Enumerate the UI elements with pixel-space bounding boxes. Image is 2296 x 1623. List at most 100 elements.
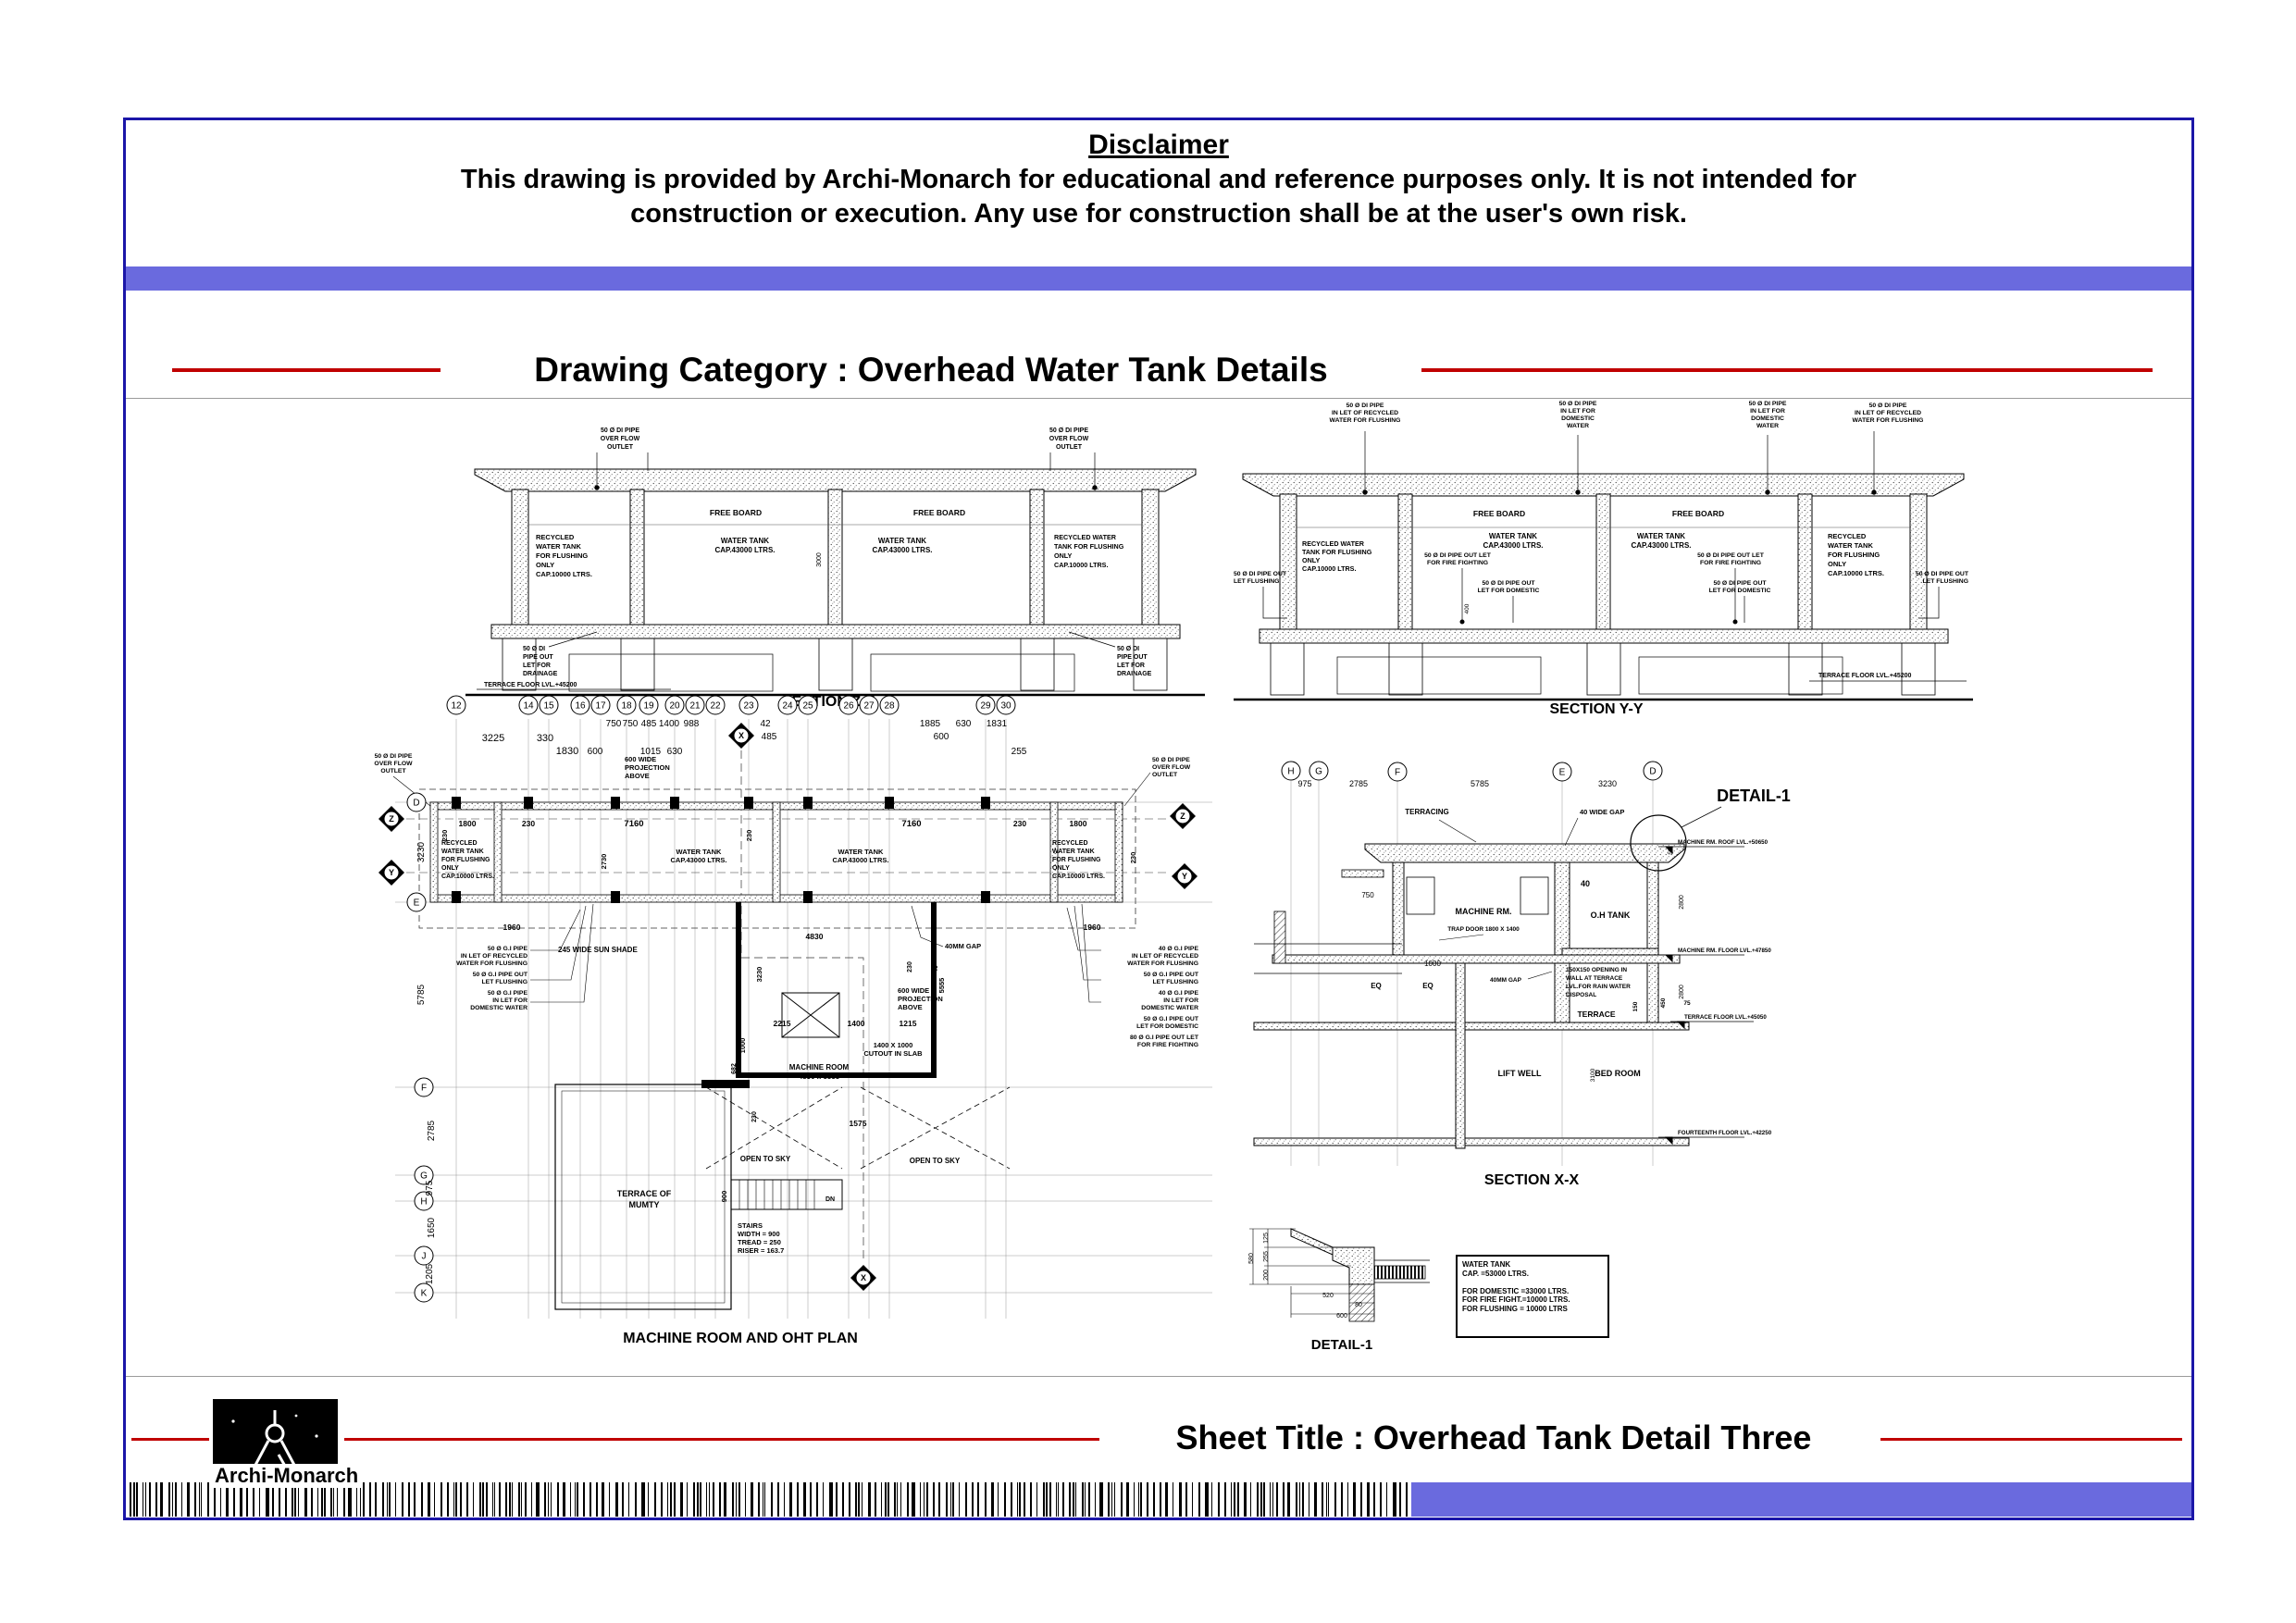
cad-label: 975 [1297,779,1311,788]
cad-label: FREE BOARD [1672,509,1724,518]
svg-text:16: 16 [575,701,586,712]
cad-label: WATER TANK [838,848,884,856]
cad-label: 600 WIDE [625,755,656,763]
cad-label: MACHINE RM. [1456,907,1512,916]
cad-label: CAP.10000 LTRS. [536,570,592,578]
cad-label: DOMESTIC [1751,415,1784,422]
cad-label: TERRACE [1577,1010,1615,1019]
grid-bubble: K [414,1282,434,1303]
cad-label: IN LET FOR [492,997,527,1004]
svg-text:17: 17 [595,701,606,712]
cad-label: 2215 [774,1019,791,1028]
cad-label: 630 [956,719,972,729]
grid-bubble: 21 [685,695,705,715]
cad-label: 3100 [1590,1068,1596,1082]
cad-label: 230 [745,830,753,842]
cad-label: LET FLUSHING [1153,979,1198,985]
cad-label: ONLY [1302,556,1321,564]
cad-label: LVL.FOR RAIN WATER [1566,984,1631,990]
divider-line-bottom [126,1376,2191,1377]
cad-label: 750 [606,719,622,729]
cad-label: STAIRS [738,1221,763,1230]
cad-label: LET FOR DOMESTIC [1136,1023,1198,1030]
cad-label: CAP.43000 LTRS. [1483,541,1543,550]
svg-text:X: X [738,731,744,740]
cad-label: DETAIL-1 [1311,1337,1372,1353]
cad-label: IN LET OF RECYCLED [1132,953,1198,960]
cad-label: 50 Ø G.I PIPE [488,946,528,952]
cad-label: CAP.43000 LTRS. [833,856,889,864]
cad-label: SECTION X-X [1484,1172,1580,1188]
note-line: FOR FLUSHING = 10000 LTRS [1462,1304,1568,1313]
cad-label: ABOVE [898,1003,923,1011]
cad-label: FOR FLUSHING [441,857,490,863]
cad-label: 5785 [416,984,427,1005]
cad-label: 50 Ø DI PIPE [1749,401,1787,407]
cad-label: WATER FOR FLUSHING [1853,417,1924,424]
cad-label: IN LET OF RECYCLED [1855,410,1921,416]
grid-bubble: G [1309,761,1329,781]
cad-label: 150X150 OPENING IN [1566,967,1627,973]
cad-label: OVER FLOW [1152,764,1191,771]
cad-label: 230 [1013,819,1026,828]
cad-label: TERRACE FLOOR LVL.+45050 [1684,1014,1767,1021]
cad-label: LIFT WELL [1498,1069,1542,1078]
svg-text:Y: Y [1182,872,1187,881]
cad-label: 7160 [901,819,921,829]
disclaimer-title: Disclaimer [1088,130,1229,160]
svg-text:29: 29 [980,701,991,712]
cad-label: 580 [1248,1253,1255,1264]
cad-label: IN LET OF RECYCLED [461,953,527,960]
cad-label: 1885 [920,719,941,729]
cad-label: 80 [1355,1302,1362,1308]
grid-bubble: 27 [859,695,879,715]
cad-label: IN LET OF RECYCLED [1332,410,1398,416]
svg-text:18: 18 [621,701,632,712]
cad-label: 230 [751,1111,758,1122]
cad-label: 3230 [416,841,427,862]
cad-label: 40 Ø G.I PIPE [1159,946,1199,952]
cad-label: FOR FIRE FIGHTING [1137,1042,1198,1048]
cad-label: WATER TANK [1052,849,1095,855]
cad-label: 1575 [850,1119,867,1128]
cad-label: 988 [684,719,700,729]
cad-label: FREE BOARD [1473,509,1525,518]
note-line: WATER TANK [1462,1260,1511,1269]
grid-bubble: H [414,1191,434,1211]
cad-label: TERRACE FLOOR LVL.+45200 [1818,673,1912,679]
cad-label: LET FLUSHING [1234,578,1279,585]
cad-label: 1800 [459,819,477,828]
cad-label: WALL AT TERRACE [1566,975,1623,982]
cad-label: 50 Ø G.I PIPE OUT [473,972,528,978]
cad-label: SECTION Y-Y [1549,701,1643,717]
sheet-title: Sheet Title : Overhead Tank Detail Three [1175,1419,1812,1456]
svg-text:15: 15 [543,701,554,712]
cad-label: FOR FIRE FIGHTING [1700,560,1761,566]
grid-bubble: 19 [639,695,659,715]
cad-label: ONLY [441,865,459,872]
cad-label: 1000 [738,1038,747,1054]
cad-label: 200 [1263,1270,1270,1281]
grid-bubble: F [414,1077,434,1097]
cad-label: O.H TANK [1591,911,1631,920]
cad-label: 50 Ø DI PIPE OUT LET [1697,552,1765,559]
cad-label: 5785 [1471,779,1489,788]
cad-label: WATER TANK [1637,532,1685,540]
cad-label: FOR FIRE FIGHTING [1427,560,1488,566]
cad-label: 3230 [1598,779,1617,788]
cad-label: 230 [441,830,449,842]
cad-label: CAP.10000 LTRS. [1302,564,1356,573]
cad-label: TANK FOR FLUSHING [1054,542,1124,551]
cad-label: DISPOSAL [1566,992,1596,998]
svg-text:D: D [413,799,419,809]
section-marker: Y [1172,863,1198,889]
cad-label: FREE BOARD [710,508,762,517]
cad-label: WATER [1756,423,1779,429]
cad-label: MACHINE ROOM [789,1063,850,1072]
cad-label: OVER FLOW [1049,436,1089,442]
cad-label: 50 Ø DI PIPE [601,427,639,434]
cad-label: RECYCLED [536,533,575,541]
cad-label: 1960 [503,923,521,932]
